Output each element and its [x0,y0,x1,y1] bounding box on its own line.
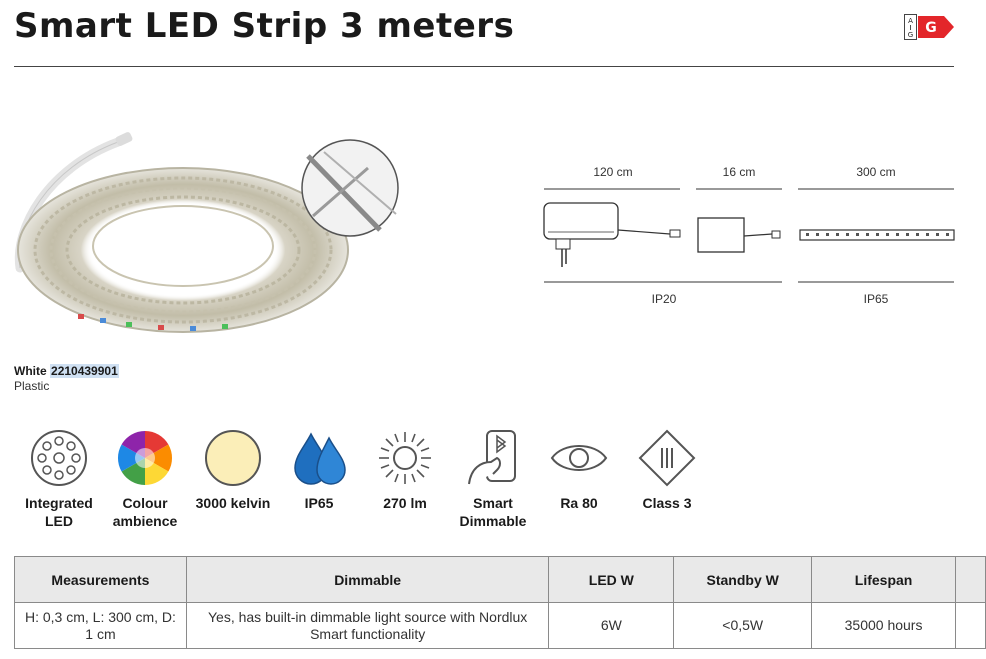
cell-standby-w: <0,5W [673,602,813,649]
column-header-measurements: Measurements [14,556,187,603]
feature-color-temperature: 3000 kelvin [188,428,278,512]
cell-dimmable: Yes, has built-in dimmable light source … [185,602,550,649]
dimension-controller-length: 16 cm [722,165,756,179]
title-divider [14,66,954,67]
feature-protection-class: Class 3 [622,428,712,512]
ip-rating-strip: IP65 [863,292,889,306]
dimension-diagram: 120 cm 16 cm 300 cm IP20 IP65 [540,160,960,310]
dimension-adapter-length: 120 cm [593,165,633,179]
colour-wheel-icon [117,431,173,485]
integrated-led-icon [31,430,87,486]
ip-rating-driver: IP20 [651,292,677,306]
feature-label: Smart Dimmable [459,495,527,529]
feature-label: 3000 kelvin [195,495,271,511]
variant-sku[interactable]: 2210439901 [50,364,119,378]
cell-extra [954,602,986,649]
column-header-extra [954,556,986,603]
feature-label: Class 3 [642,495,692,511]
energy-class-letter: G [925,20,937,36]
led-strip-reel-illustration [14,132,399,333]
column-header-standby-w: Standby W [673,556,813,603]
page-title: Smart LED Strip 3 meters [14,6,515,46]
feature-colour-ambience: Colour ambience [100,428,190,530]
variant-material: Plastic [14,379,50,393]
variant-color: White [14,364,47,378]
column-header-led-w: LED W [548,556,675,603]
class-3-icon [638,429,696,487]
energy-label: A G G [904,14,956,40]
energy-class-icon: A G G [904,14,954,40]
smart-phone-icon [468,430,516,485]
feature-smart-dimmable: Smart Dimmable [448,428,538,530]
spec-table: Measurements Dimmable LED W Standby W Li… [14,556,986,649]
feature-label: Integrated LED [25,495,93,529]
spec-table-header: Measurements Dimmable LED W Standby W Li… [14,556,986,603]
product-variant: White 2210439901 Plastic [14,364,119,393]
column-header-lifespan: Lifespan [811,556,956,603]
column-header-dimmable: Dimmable [185,556,550,603]
feature-label: Colour ambience [112,495,178,529]
water-drops-icon [294,432,346,485]
product-image [8,128,408,350]
feature-color-rendering: Ra 80 [534,428,624,512]
cell-led-w: 6W [548,602,675,649]
feature-integrated-led: Integrated LED [14,428,104,530]
energy-scale-top: A [908,17,913,25]
feature-label: IP65 [304,495,334,511]
table-row: H: 0,3 cm, L: 300 cm, D: 1 cm Yes, has b… [14,602,986,649]
dimension-strip-length: 300 cm [856,165,896,179]
feature-label: 270 lm [383,495,427,511]
energy-scale-bottom: G [908,31,913,39]
sun-icon [379,432,431,484]
warm-light-icon [205,430,261,486]
feature-label: Ra 80 [560,495,598,511]
feature-lumen: 270 lm [360,428,450,512]
cell-measurements: H: 0,3 cm, L: 300 cm, D: 1 cm [14,602,187,649]
cell-lifespan: 35000 hours [811,602,956,649]
eye-icon [550,445,608,471]
feature-ip-rating: IP65 [274,428,364,512]
dimension-drawing [543,188,955,283]
